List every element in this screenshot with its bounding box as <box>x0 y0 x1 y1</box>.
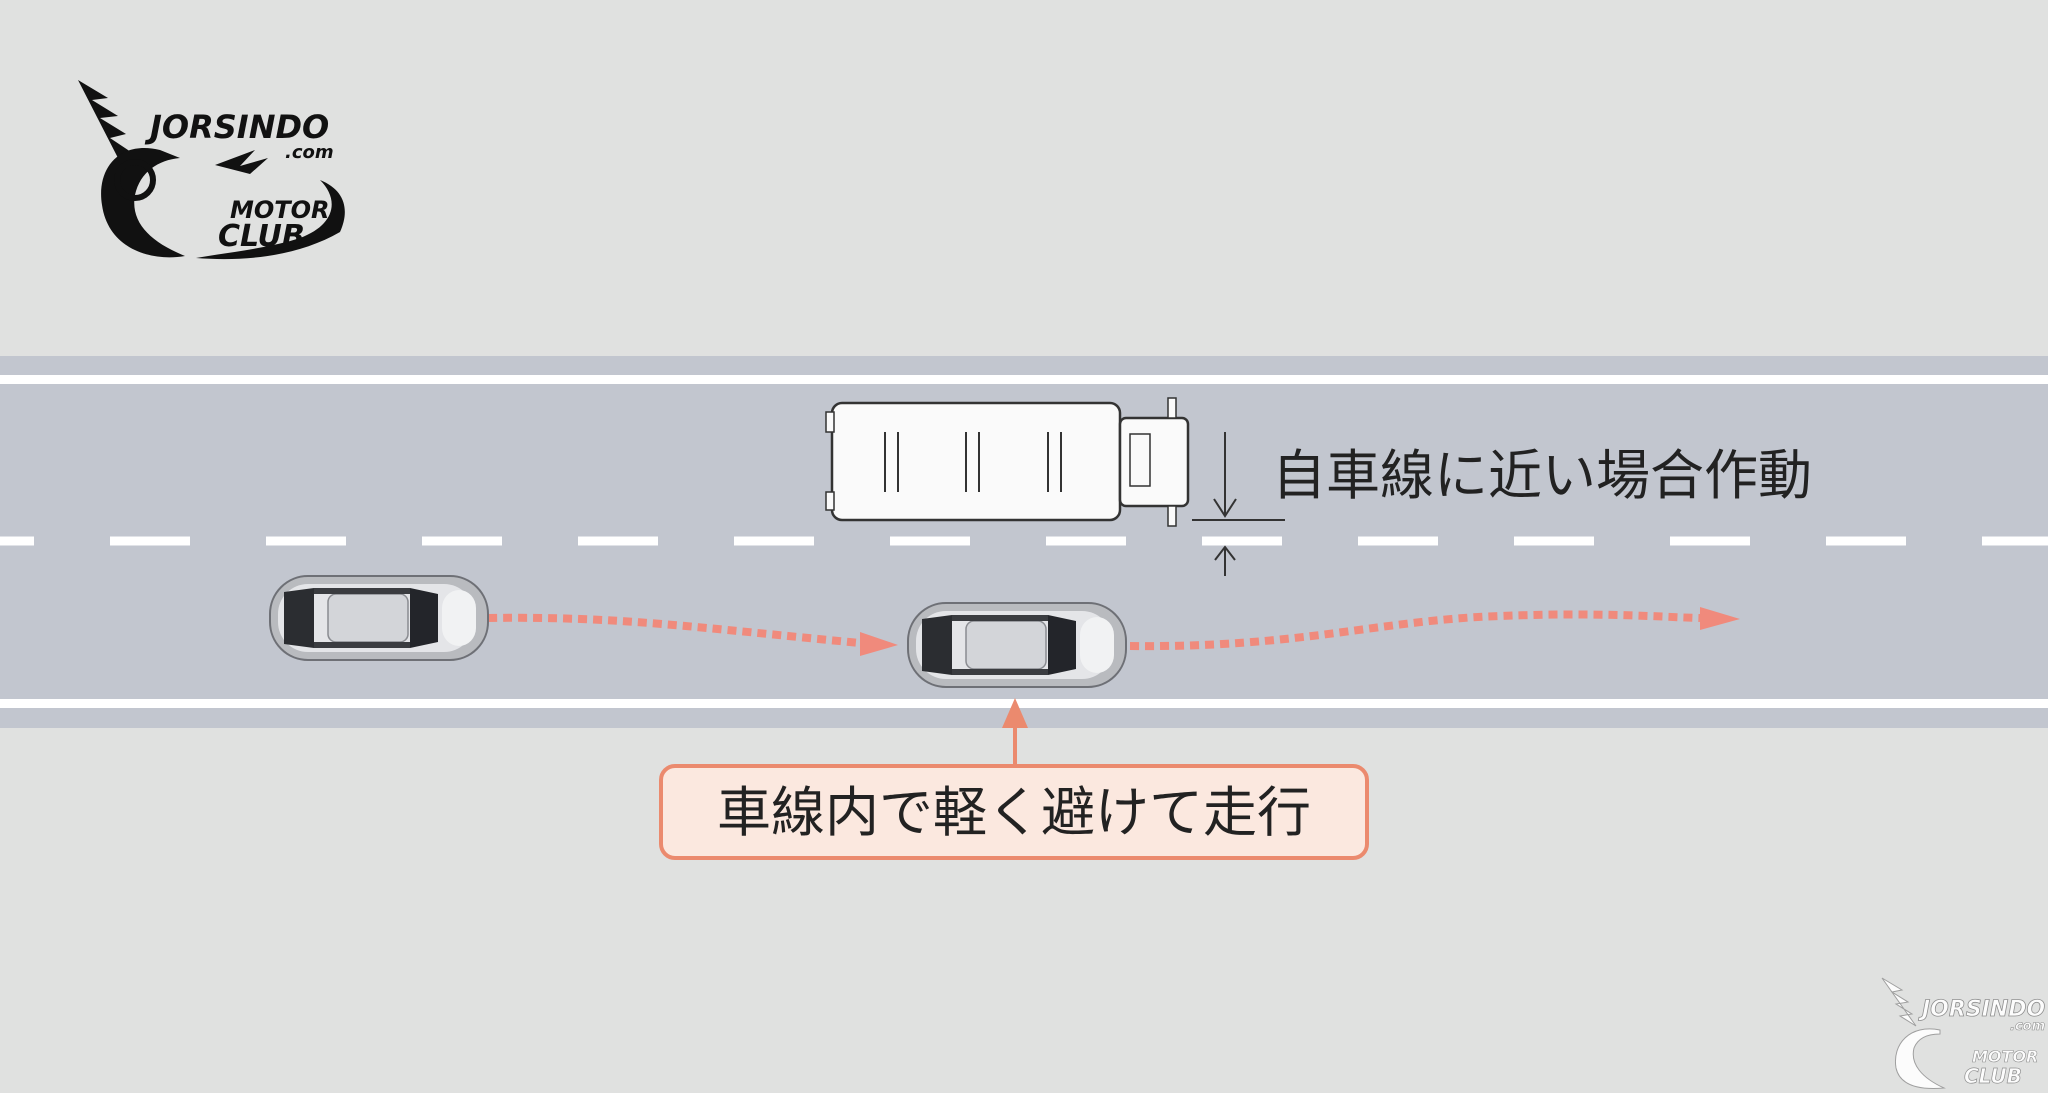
car-avoiding <box>907 602 1127 688</box>
callout-pointer-arrowhead <box>1002 698 1028 728</box>
callout-box <box>659 764 1369 860</box>
watermark-club: CLUB <box>1964 1064 2022 1088</box>
path-arrowhead-1 <box>860 632 898 656</box>
path-arrowhead-2 <box>1700 607 1740 630</box>
logo-domain: .com <box>285 142 334 163</box>
road-edge-line-bottom <box>0 699 2048 708</box>
road-edge-line-top <box>0 375 2048 384</box>
watermark-tire-icon <box>1894 1028 1946 1089</box>
car-start <box>269 575 489 661</box>
callout-label: 車線内で軽く避けて走行 <box>717 781 1311 844</box>
watermark-domain: .com <box>2010 1019 2045 1034</box>
jorsindo-logo: JORSINDO .com MOTOR CLUB <box>78 80 345 260</box>
watermark-brand: JORSINDO <box>1918 997 2045 1022</box>
logo-motor: MOTOR <box>230 196 330 224</box>
truck-mirror-left <box>1167 397 1177 419</box>
logo-brand: JORSINDO <box>144 108 329 146</box>
distance-indicator <box>1192 432 1285 576</box>
proximity-label: 自車線に近い場合作動 <box>1272 444 1812 507</box>
wing-icon <box>78 80 134 158</box>
callout: 車線内で軽く避けて走行 <box>659 698 1369 860</box>
path-segment-1 <box>487 613 861 647</box>
truck <box>825 397 1190 527</box>
path-segment-2 <box>1129 610 1701 651</box>
jorsindo-watermark: JORSINDO .com MOTOR CLUB <box>1881 977 2046 1089</box>
truck-mirror-right <box>1167 505 1177 527</box>
truck-cargo-box <box>830 401 1122 522</box>
logo-club: CLUB <box>218 219 305 254</box>
watermark-wing-icon <box>1881 977 1917 1027</box>
watermark-motor: MOTOR <box>1972 1047 2038 1066</box>
travel-path <box>487 607 1740 656</box>
tire-icon <box>101 147 185 258</box>
